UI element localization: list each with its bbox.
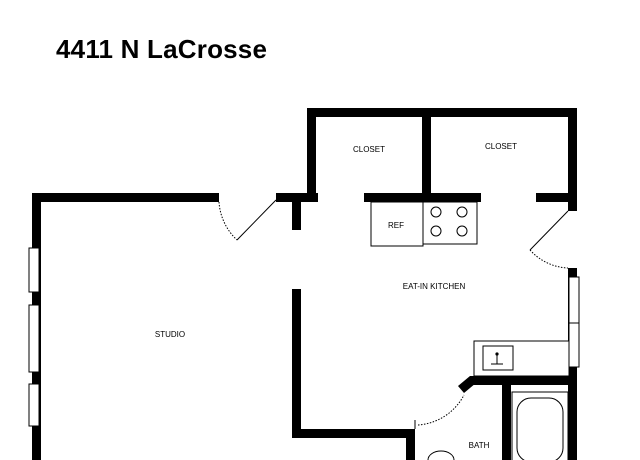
door-entry-leaf: [236, 199, 277, 241]
wall-bath-kitchen: [470, 376, 577, 385]
wall-closet-left-side: [307, 108, 316, 202]
door-entry-swing: [218, 201, 238, 241]
wall-closet-left-bottom: [364, 193, 481, 202]
wall-studio-top: [32, 193, 219, 202]
stove: [422, 201, 478, 245]
kitchen-sink: [482, 345, 514, 371]
room-labels: CLOSET CLOSET REF EAT-IN KITCHEN STUDIO …: [155, 142, 517, 450]
refrigerator: [370, 201, 424, 247]
wall-tub-divider: [502, 385, 511, 460]
window-kitchen-1: [568, 276, 580, 324]
wall-bath-top: [292, 429, 415, 438]
window-studio-1: [28, 247, 40, 293]
burner-icon: [430, 206, 442, 218]
room-label-closet-left: CLOSET: [353, 145, 385, 154]
door-closet-right-swing: [529, 249, 569, 269]
fixture-label-ref: REF: [388, 221, 404, 230]
burner-icon: [456, 225, 468, 237]
exterior-walls: [32, 108, 577, 460]
wall-partition-stub: [292, 193, 301, 230]
wall-closets-top: [307, 108, 577, 117]
window-studio-2: [28, 304, 40, 373]
wall-bath-left: [406, 429, 415, 460]
wall-closet-right-bottom: [536, 193, 577, 202]
bathtub-basin: [516, 397, 564, 460]
room-label-closet-right: CLOSET: [485, 142, 517, 151]
room-label-studio: STUDIO: [155, 330, 185, 339]
fixtures: [370, 201, 570, 460]
toilet: [427, 450, 455, 460]
doors: [218, 199, 569, 429]
burner-icon: [456, 206, 468, 218]
wall-studio-partition: [292, 289, 301, 438]
wall-closet-divider: [422, 108, 431, 202]
window-kitchen-2: [568, 322, 580, 368]
door-closet-right-leaf: [529, 210, 569, 251]
burner-icon: [430, 225, 442, 237]
windows: [28, 247, 580, 427]
room-label-bath: BATH: [469, 441, 490, 450]
door-bath-swing: [417, 394, 465, 426]
faucet-icon: [495, 352, 499, 356]
wall-closets-right: [568, 108, 577, 211]
page-title: 4411 N LaCrosse: [56, 34, 268, 64]
room-label-eat-in-kitchen: EAT-IN KITCHEN: [403, 282, 466, 291]
window-studio-3: [28, 383, 40, 427]
wall-bath-corner: [458, 376, 476, 393]
